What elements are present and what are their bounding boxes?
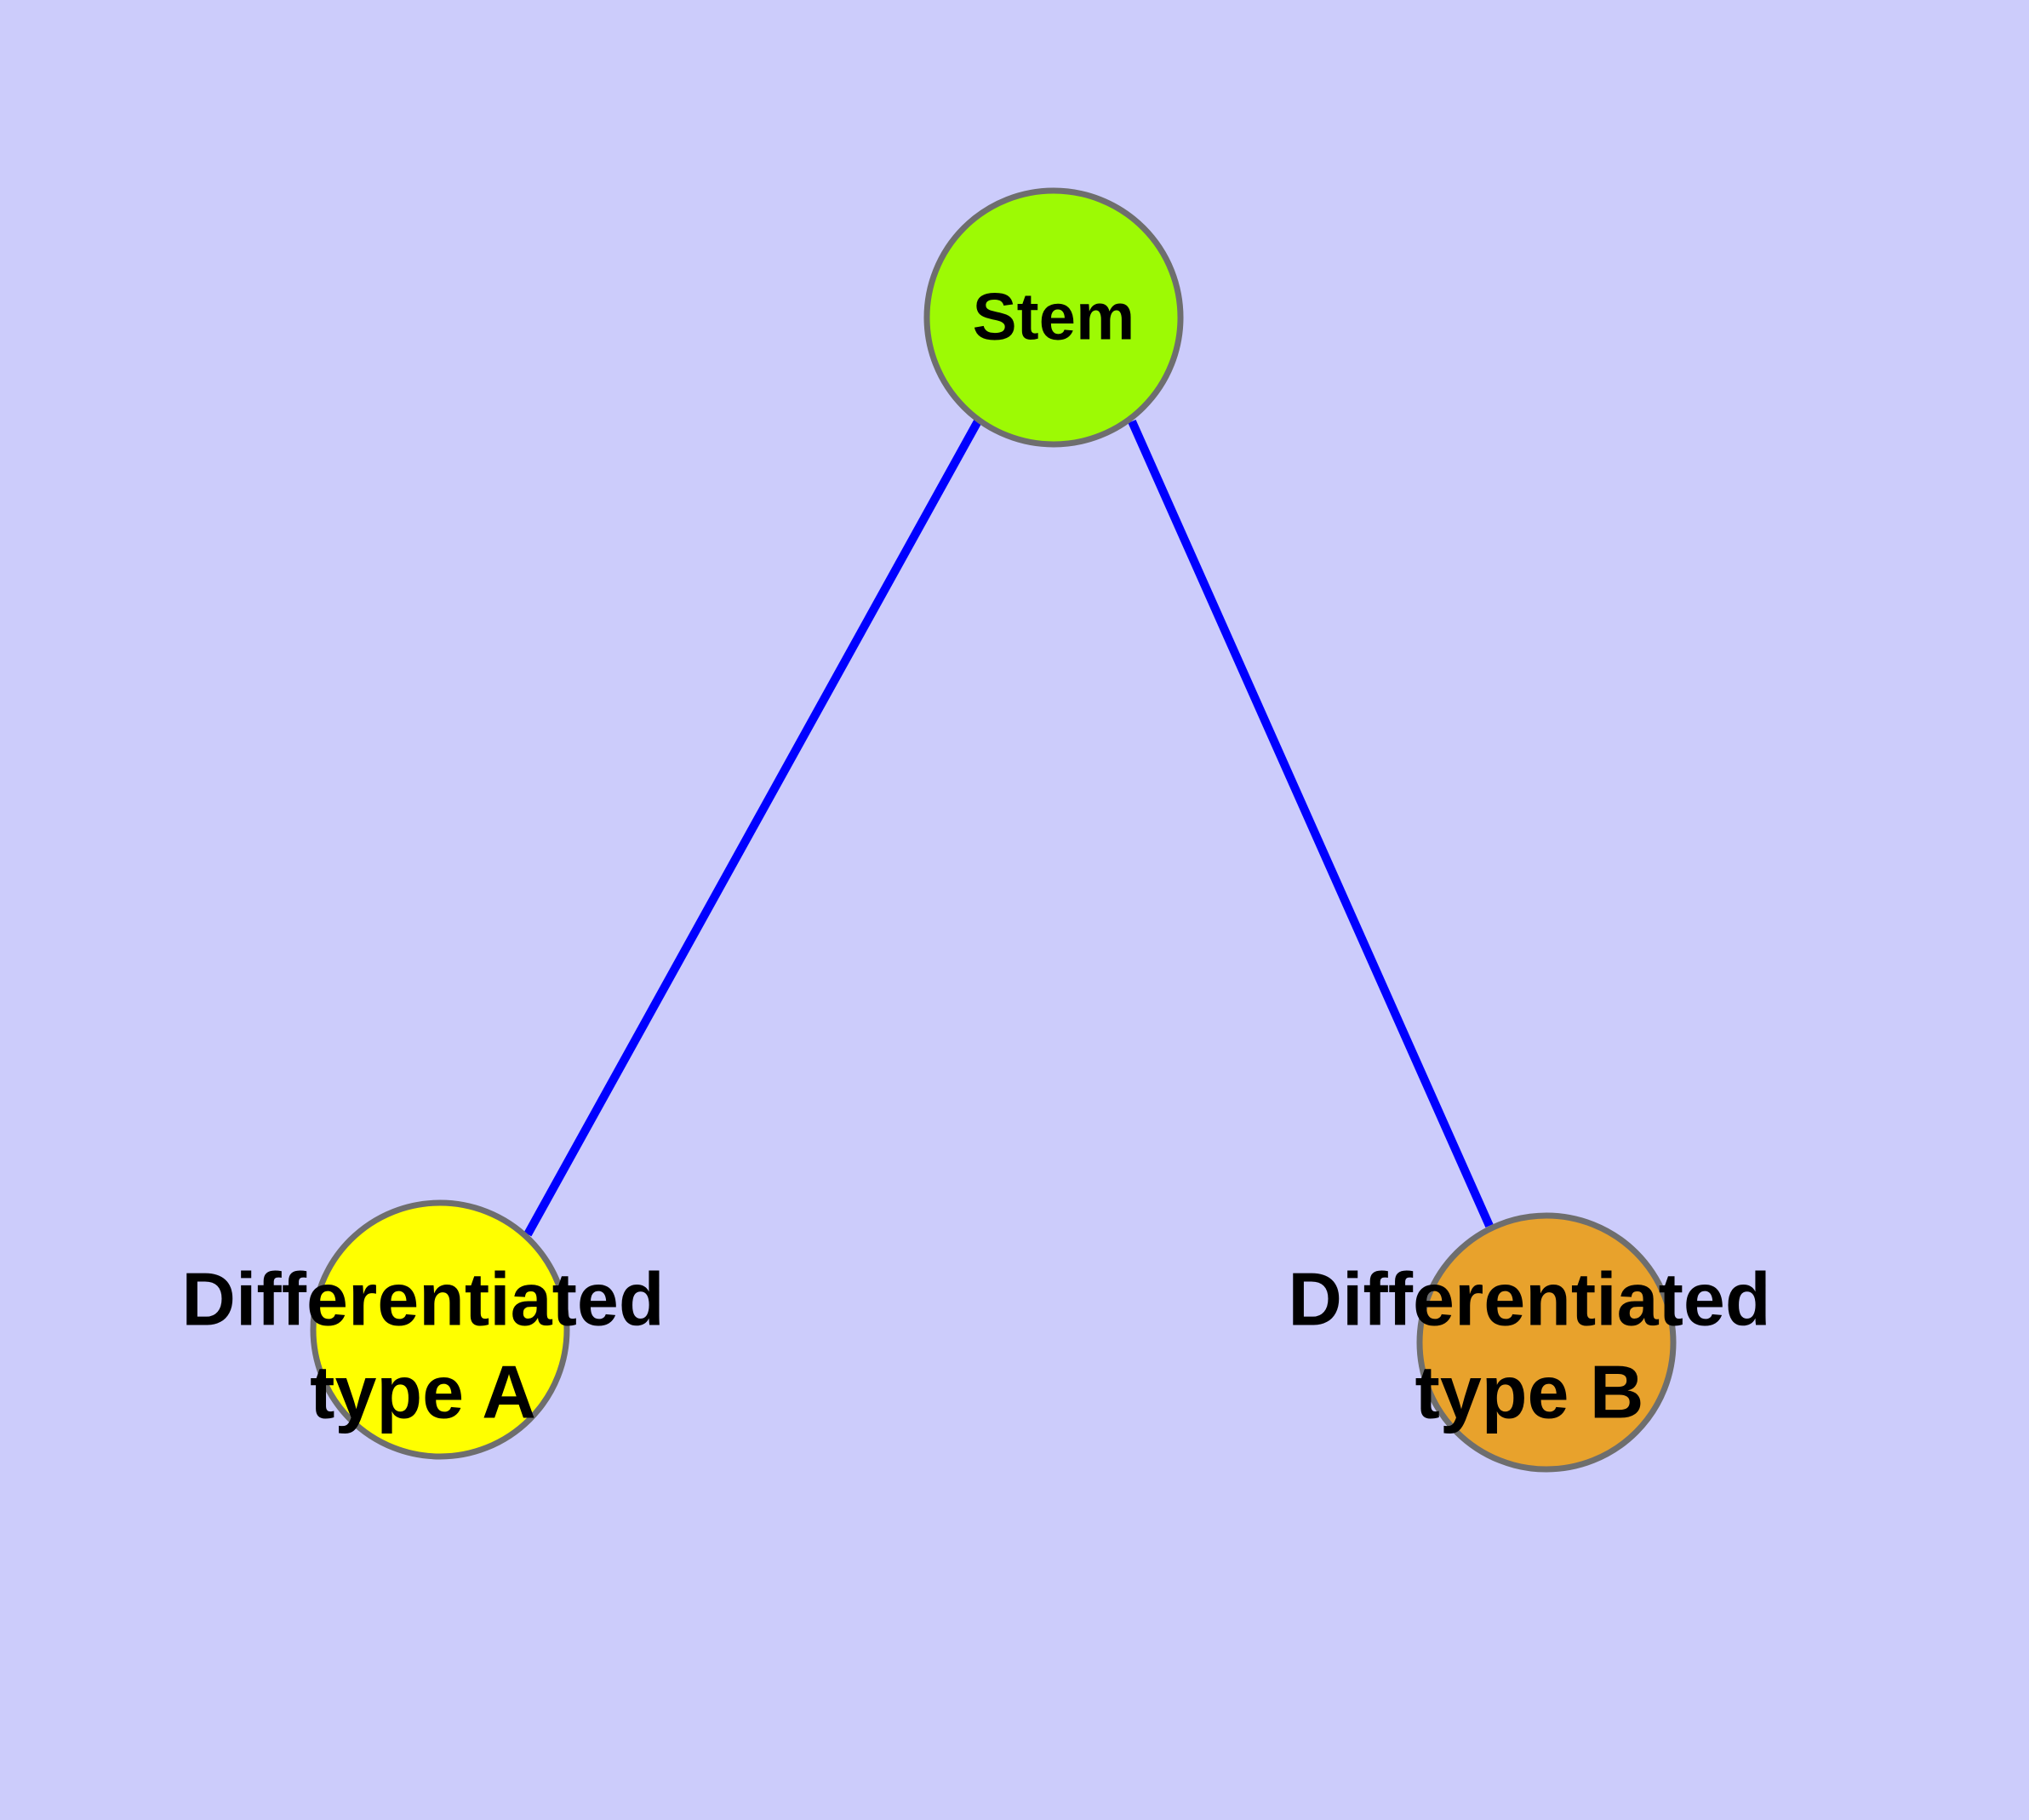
node-differentiated-type-a-label-line2: type A [310,1349,536,1434]
node-stem[interactable]: Stem [923,187,1184,448]
node-layer: Stem [310,187,1677,1473]
label-layer: Differentiated type A Differentiated typ… [181,1256,1770,1434]
edge-layer [523,417,1494,1237]
node-differentiated-type-a-circle[interactable] [310,1199,570,1460]
edge-stem-to-differentiated-type-b[interactable] [1128,419,1494,1228]
node-stem-label: Stem [973,279,1135,354]
edge-stem-to-differentiated-type-a[interactable] [523,417,983,1237]
node-differentiated-type-b-circle[interactable] [1416,1212,1677,1473]
node-differentiated-type-a[interactable] [310,1199,570,1460]
node-stem-circle[interactable] [923,187,1184,448]
node-differentiated-type-b-label-line2: type B [1415,1349,1644,1434]
node-differentiated-type-a-label-line1: Differentiated [181,1256,664,1341]
node-differentiated-type-b-label-line1: Differentiated [1288,1256,1770,1341]
node-differentiated-type-b[interactable] [1416,1212,1677,1473]
